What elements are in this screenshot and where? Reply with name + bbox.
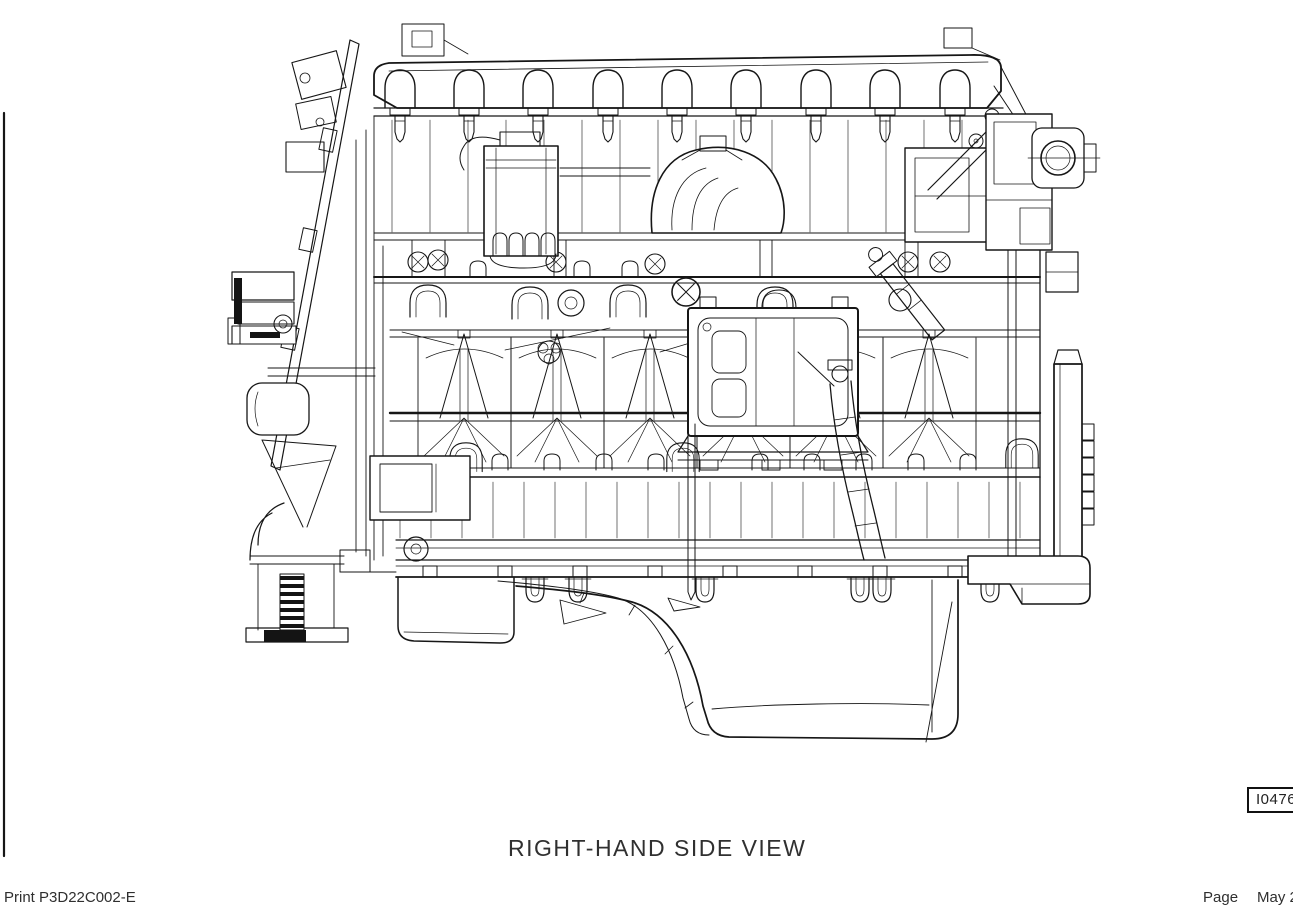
view-title: RIGHT-HAND SIDE VIEW	[508, 835, 807, 861]
dipstick-tube	[797, 351, 886, 561]
oil-pan	[397, 423, 959, 740]
exhaust-elbow	[559, 135, 785, 234]
oil-cooler	[339, 455, 471, 573]
oil-pan-sump	[515, 579, 959, 740]
engine-mount-foot	[967, 555, 1091, 605]
footer-print-number: Print P3D22C002-E	[4, 889, 136, 906]
injector-pump	[868, 247, 946, 341]
valve-cover	[373, 23, 1031, 241]
front-gear-cover	[227, 39, 376, 643]
flywheel-housing	[925, 113, 1101, 743]
ecm-module	[677, 289, 869, 471]
cylinder-block	[395, 481, 1041, 603]
water-pump	[246, 382, 310, 436]
fuel-filter	[459, 131, 559, 269]
figure-number-box: I0476	[1247, 787, 1293, 813]
footer-page-label: Page	[1203, 889, 1239, 906]
footer-date-label: May 2	[1257, 889, 1293, 906]
vibration-damper	[249, 502, 285, 561]
